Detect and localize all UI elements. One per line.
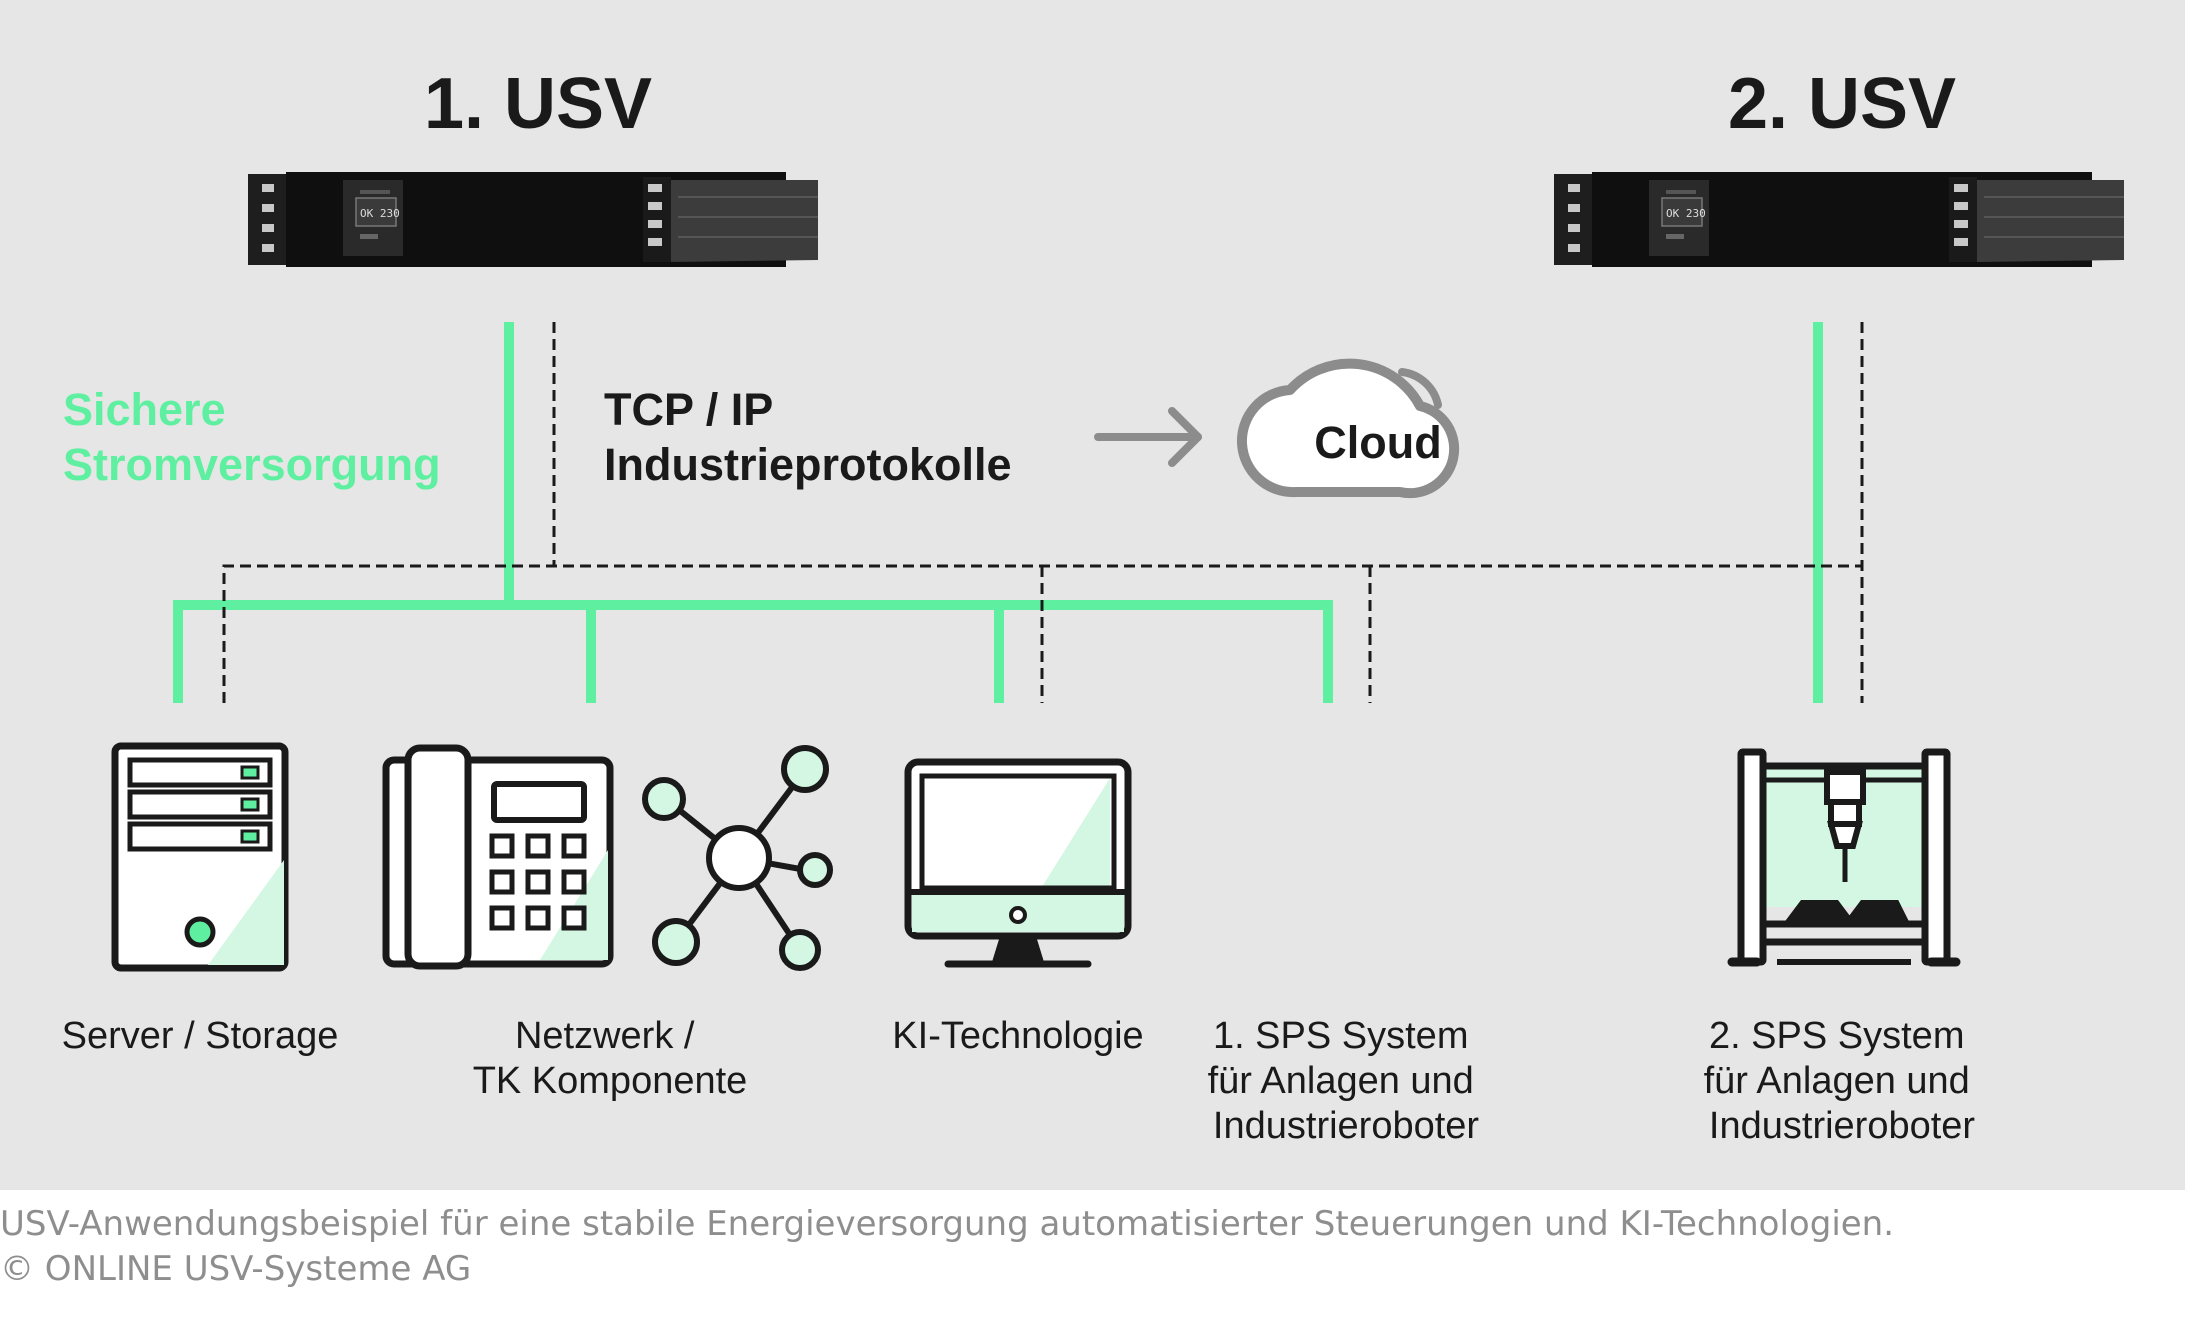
- device-label-ki: KI-Technologie: [892, 1015, 1143, 1057]
- ups-2-device-image: [1553, 171, 2125, 268]
- cloud-label: Cloud: [1314, 417, 1441, 468]
- power-label: Sichere Stromversorgung: [63, 384, 441, 490]
- device-label-server: Server / Storage: [62, 1015, 339, 1057]
- server-icon: [111, 742, 289, 972]
- diagram-canvas: OK 230: [0, 0, 2185, 1190]
- device-label-sps-2: 2. SPS System für Anlagen und Industrier…: [1704, 1015, 1981, 1147]
- device-label-network: Netzwerk / TK Komponente: [473, 1015, 748, 1102]
- data-connection-lines: [222, 322, 1864, 703]
- ups-1-title: 1. USV: [424, 64, 652, 144]
- network-diagram: OK 230: [62, 64, 2125, 1147]
- monitor-icon: [904, 758, 1132, 968]
- protocol-label: TCP / IP Industrieprotokolle: [604, 384, 1012, 490]
- cloud-icon: [1236, 358, 1460, 499]
- figure-caption: USV-Anwendungsbeispiel für eine stabile …: [0, 1202, 2185, 1292]
- ups-1-device-image: [247, 171, 819, 268]
- power-supply-lines: [173, 322, 1823, 703]
- telephone-icon: [382, 744, 614, 970]
- device-label-sps-1: 1. SPS System für Anlagen und Industrier…: [1208, 1015, 1485, 1147]
- network-hub-icon: [642, 745, 833, 971]
- copyright-text: © ONLINE USV-Systeme AG: [0, 1249, 472, 1289]
- arrow-right-icon: [1094, 407, 1202, 467]
- ups-2-title: 2. USV: [1728, 64, 1956, 144]
- caption-text: USV-Anwendungsbeispiel für eine stabile …: [0, 1204, 1895, 1244]
- industrial-robot-2-icon: [1732, 752, 1956, 962]
